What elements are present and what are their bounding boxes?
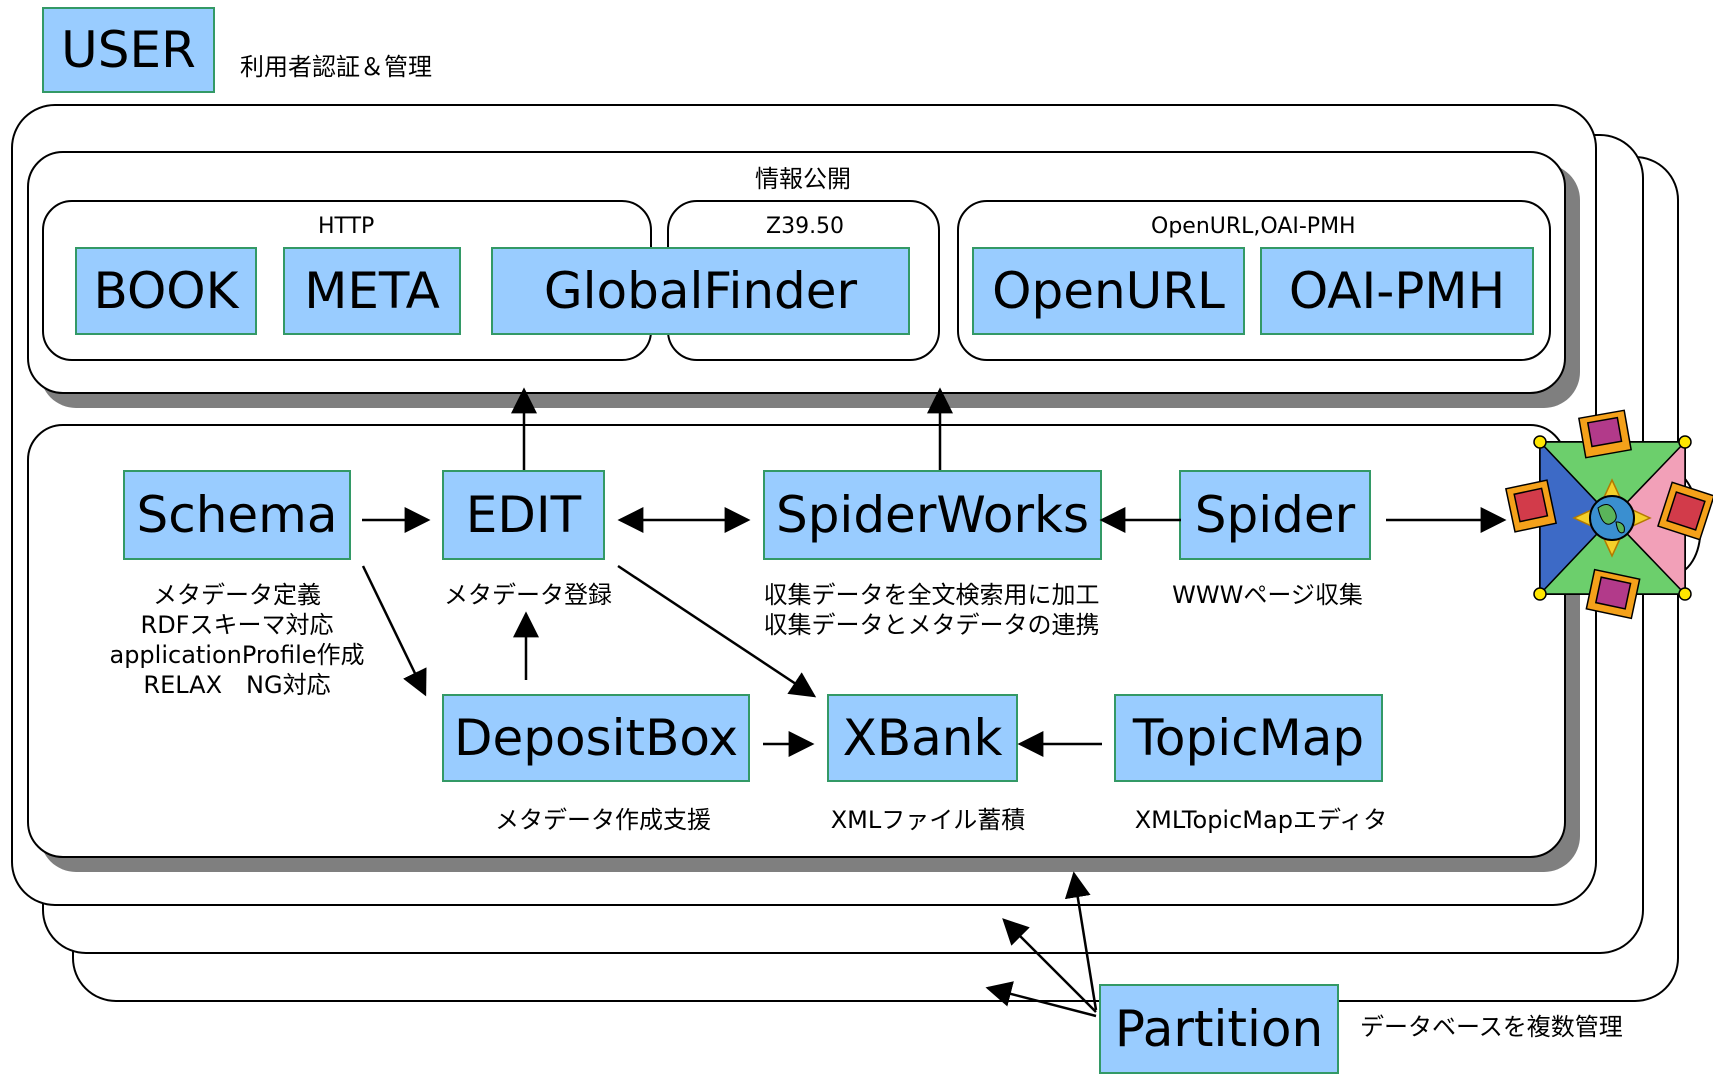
arrow-partition-to-frame-2 (1002, 918, 1097, 1013)
schema-caption-line: RELAX NG対応 (143, 671, 331, 699)
xbank-caption: XMLファイル蓄積 (818, 805, 1038, 835)
spiderworks-label: SpiderWorks (775, 486, 1090, 544)
openurl-box: OpenURL (972, 247, 1245, 335)
edit-caption: メタデータ登録 (423, 580, 633, 610)
topicmap-caption-line: XMLTopicMapエディタ (1134, 806, 1388, 834)
edit-label: EDIT (465, 486, 582, 544)
spider-box: Spider (1179, 470, 1371, 560)
spiderworks-caption-line: 収集データを全文検索用に加工 (763, 581, 1100, 609)
spider-caption: WWWページ収集 (1150, 580, 1385, 610)
book-label: BOOK (93, 262, 239, 320)
schema-label: Schema (136, 486, 338, 544)
xbank-box: XBank (827, 694, 1018, 782)
spider-label: Spider (1194, 486, 1356, 544)
spiderworks-box: SpiderWorks (763, 470, 1102, 560)
depositbox-caption-line: メタデータ作成支援 (495, 806, 711, 834)
globe-network-icon (1504, 409, 1713, 620)
user-caption: 利用者認証＆管理 (240, 53, 432, 81)
xbank-caption-line: XMLファイル蓄積 (830, 806, 1026, 834)
edit-caption-line: メタデータ登録 (444, 581, 612, 609)
schema-caption-line: RDFスキーマ対応 (140, 611, 334, 639)
spiderworks-caption: 収集データを全文検索用に加工 収集データとメタデータの連携 (740, 580, 1123, 640)
globalfinder-box: GlobalFinder (491, 247, 910, 335)
oaipmh-label: OAI-PMH (1288, 262, 1506, 320)
arrow-schema-to-depositbox (361, 565, 427, 697)
topicmap-label: TopicMap (1132, 709, 1365, 767)
arrow-partition-to-frame-3 (985, 981, 1097, 1018)
book-box: BOOK (75, 247, 257, 335)
user-label: USER (61, 21, 196, 79)
globalfinder-label: GlobalFinder (543, 262, 858, 320)
oaipmh-box: OAI-PMH (1260, 247, 1534, 335)
depositbox-caption: メタデータ作成支援 (478, 805, 728, 835)
partition-caption: データベースを複数管理 (1360, 1013, 1623, 1041)
meta-box: META (283, 247, 461, 335)
partition-label: Partition (1114, 1000, 1324, 1058)
openurl-label: OpenURL (992, 262, 1225, 320)
edit-box: EDIT (442, 470, 605, 560)
http-group-label: HTTP (318, 214, 375, 239)
xbank-label: XBank (842, 709, 1003, 767)
arrow-partition-to-frame-1 (1064, 871, 1098, 1011)
publish-title: 情報公開 (755, 165, 851, 193)
partition-box: Partition (1099, 984, 1339, 1074)
schema-caption-line: メタデータ定義 (153, 581, 321, 609)
depositbox-label: DepositBox (453, 709, 739, 767)
schema-caption: メタデータ定義 RDFスキーマ対応 applicationProfile作成 R… (107, 580, 367, 700)
spider-caption-line: WWWページ収集 (1172, 581, 1363, 609)
schema-box: Schema (123, 470, 351, 560)
arrow-edit-to-xbank (617, 564, 817, 698)
meta-label: META (304, 262, 440, 320)
topicmap-caption: XMLTopicMapエディタ (1128, 805, 1394, 835)
spiderworks-caption-line: 収集データとメタデータの連携 (763, 611, 1100, 639)
schema-caption-line: applicationProfile作成 (109, 641, 365, 669)
openurl-oai-group-label: OpenURL,OAI-PMH (1151, 214, 1356, 239)
topicmap-box: TopicMap (1114, 694, 1383, 782)
depositbox-box: DepositBox (442, 694, 750, 782)
user-box: USER (42, 7, 215, 93)
z3950-group-label: Z39.50 (766, 214, 845, 239)
